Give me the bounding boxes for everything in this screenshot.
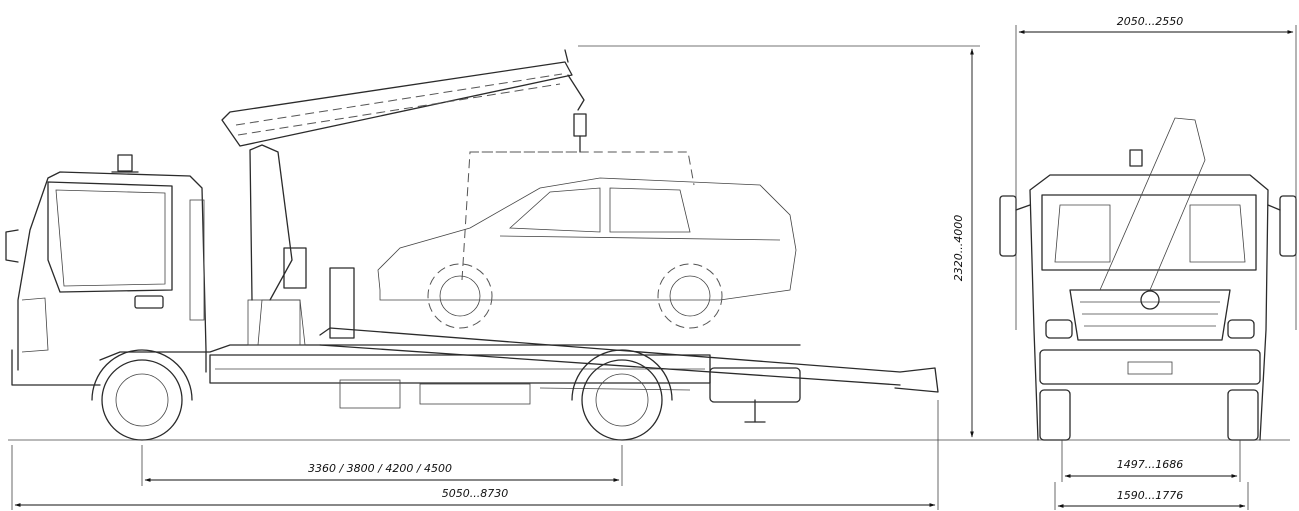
cab: [5, 154, 207, 386]
chassis-frame: [99, 267, 939, 423]
rear-wheel: [571, 349, 673, 441]
crane-boom: [221, 49, 587, 346]
overall-height-label: 2320...4000: [952, 215, 965, 281]
towed-car: [377, 151, 797, 329]
front-track-label: 1497...1686: [1117, 458, 1183, 471]
wheelbase-label: 3360 / 3800 / 4200 / 4500: [308, 462, 452, 475]
overall-width-label: 2050...2550: [1117, 15, 1183, 28]
side-view: [5, 49, 1290, 441]
dimensions: 3360 / 3800 / 4200 / 4500 5050...8730 23…: [11, 15, 1297, 510]
front-wheel: [91, 349, 193, 441]
overall-length-label: 5050...8730: [442, 487, 508, 500]
rear-track-label: 1590...1776: [1117, 489, 1183, 502]
beacon-light: [117, 154, 133, 172]
front-beacon-light: [1129, 149, 1143, 167]
front-view: [999, 117, 1297, 441]
